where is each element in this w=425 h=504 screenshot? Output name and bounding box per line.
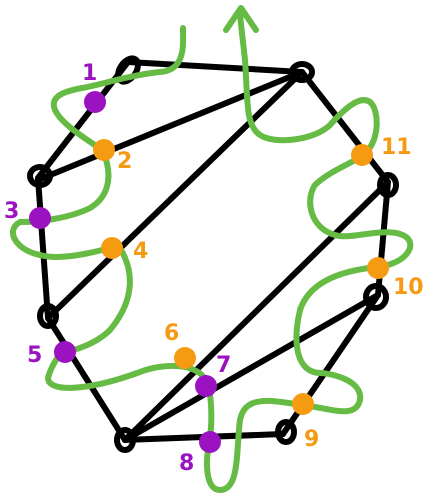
crossing-point-4 bbox=[101, 237, 123, 259]
crossing-point-8 bbox=[199, 431, 221, 453]
vertex-loop bbox=[289, 61, 315, 83]
crossing-point-5 bbox=[54, 341, 76, 363]
crossing-labels: 1 2 3 4 5 6 7 8 9 10 11 bbox=[4, 61, 424, 476]
crossing-point-3 bbox=[29, 207, 51, 229]
edge-right-upper bbox=[299, 69, 391, 185]
crossing-point-10 bbox=[367, 257, 389, 279]
crossing-point-1 bbox=[84, 91, 106, 113]
label-7: 7 bbox=[216, 353, 231, 378]
label-9: 9 bbox=[304, 427, 319, 452]
edge-left bbox=[35, 175, 51, 321]
label-3: 3 bbox=[4, 199, 19, 224]
label-5: 5 bbox=[27, 343, 42, 368]
crossing-point-9 bbox=[292, 393, 314, 415]
label-4: 4 bbox=[133, 239, 148, 264]
vertex-loop bbox=[275, 419, 297, 445]
vertex-loop bbox=[114, 427, 136, 453]
vertex-loop bbox=[377, 172, 399, 198]
label-6: 6 bbox=[164, 321, 179, 346]
label-8: 8 bbox=[179, 451, 194, 476]
edge-left-lower bbox=[45, 315, 128, 443]
crossing-point-7 bbox=[195, 375, 217, 397]
diagonal-1 bbox=[35, 69, 305, 183]
crossing-point-6 bbox=[174, 347, 196, 369]
diagonal-2 bbox=[45, 69, 305, 321]
vertex-loop bbox=[363, 283, 389, 311]
crossing-points bbox=[29, 91, 389, 453]
label-2: 2 bbox=[117, 149, 132, 174]
crossing-point-11 bbox=[351, 144, 373, 166]
label-10: 10 bbox=[393, 275, 424, 300]
diagonal-3 bbox=[122, 179, 391, 443]
polygon-diagonals bbox=[35, 69, 391, 443]
vertex-loop bbox=[37, 303, 59, 329]
label-11: 11 bbox=[381, 135, 412, 160]
label-1: 1 bbox=[82, 61, 97, 86]
vertex-loop bbox=[27, 164, 53, 188]
edge-top bbox=[125, 59, 305, 75]
crossing-point-2 bbox=[93, 139, 115, 161]
green-curve bbox=[9, 5, 414, 493]
diagonal-4 bbox=[122, 292, 381, 443]
